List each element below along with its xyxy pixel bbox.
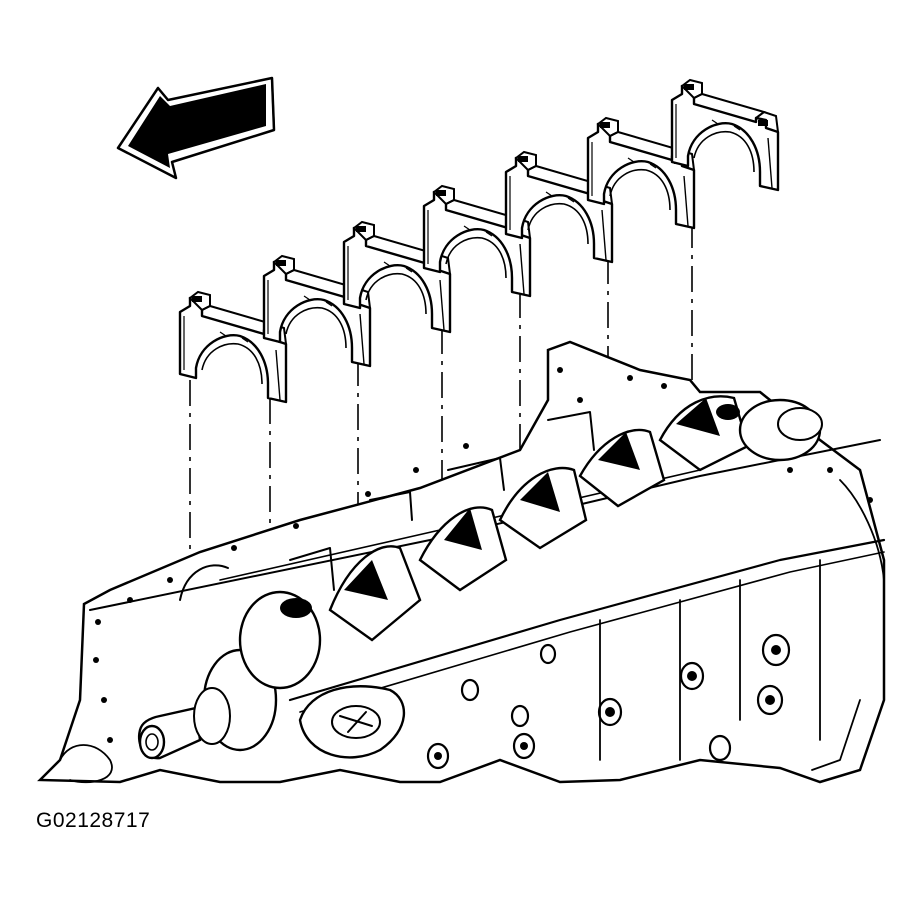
front-direction-arrow-icon [116,76,276,180]
pan-rail-bolts [426,633,791,770]
oil-pump-housing [298,685,405,759]
block-ribs [59,479,885,784]
crankshaft [137,395,823,760]
figure-code: G02128717 [36,809,151,832]
